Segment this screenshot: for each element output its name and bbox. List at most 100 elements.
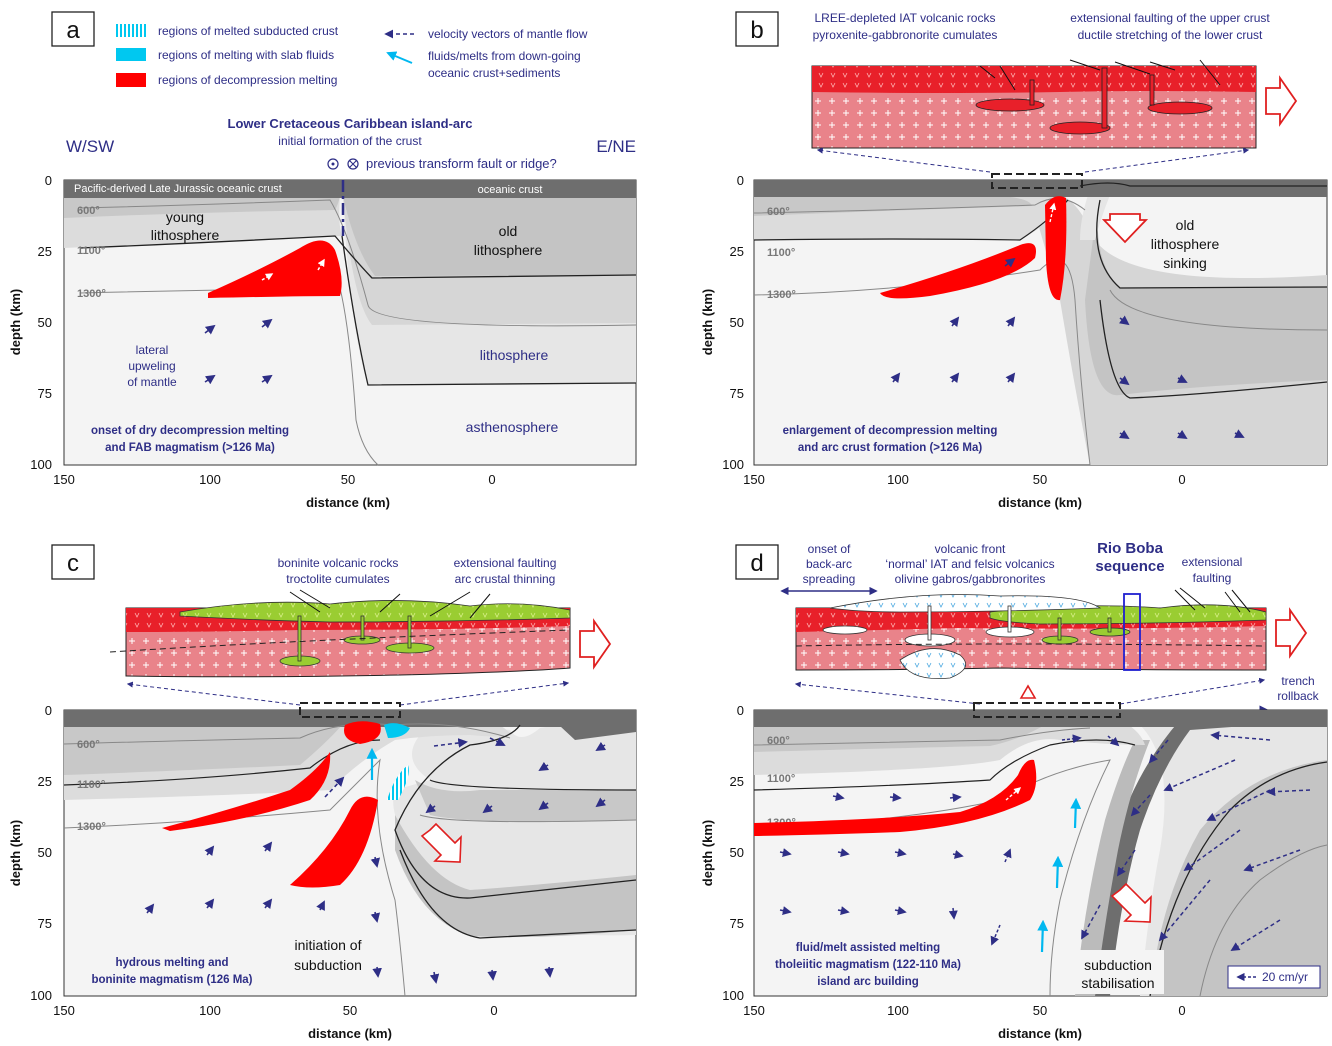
lateral-2: upweling: [128, 359, 175, 373]
extension-arrow-icon: [1275, 607, 1308, 659]
svg-text:150: 150: [743, 472, 765, 487]
transform-note: previous transform fault or ridge?: [366, 156, 557, 171]
x-axis: 150 100 50 0 distance (km): [53, 472, 495, 510]
west-label: W/SW: [66, 137, 114, 156]
lateral-3: of mantle: [127, 375, 177, 389]
caption-1: hydrous melting and: [115, 957, 228, 969]
y-axis: 0 25 50 75 100 depth (km): [700, 173, 744, 472]
panel-subtitle: initial formation of the crust: [278, 134, 422, 148]
x-axis: 150 100 50 0 distance (km): [53, 1003, 497, 1041]
sinking-slab: [395, 815, 636, 938]
decompression-melt: [754, 759, 1037, 836]
isotherm-600: 600°: [767, 735, 790, 747]
panel-letter: d: [750, 550, 763, 577]
x-axis: 150 100 50 0 distance (km): [743, 1003, 1185, 1041]
panel-letter: b: [750, 17, 763, 44]
svg-text:100: 100: [30, 988, 52, 1003]
ylabel: depth (km): [8, 289, 23, 355]
rio-boba-box: [1123, 593, 1141, 671]
extension-arrow-icon: [1265, 75, 1298, 127]
svg-text:100: 100: [722, 988, 744, 1003]
caption-1: enlargement of decompression melting: [783, 425, 998, 437]
x-axis: 150 100 50 0 distance (km): [743, 472, 1185, 510]
decompression-melt: [208, 240, 342, 298]
svg-text:0: 0: [737, 173, 744, 188]
volcano-icon: [1019, 684, 1037, 699]
label-right-1: extensional faulting: [454, 556, 557, 570]
oceanic-crust: [64, 180, 636, 198]
caption-1: fluid/melt assisted melting: [796, 942, 940, 954]
crust-right-label: oceanic crust: [478, 184, 543, 196]
svg-text:100: 100: [722, 457, 744, 472]
fluid-arrow-icon: [386, 51, 413, 64]
label-right-1: extensional faulting of the upper crust: [1070, 11, 1270, 25]
decompression-swatch: [116, 73, 146, 87]
panel-a: a regions of melted subducted crust regi…: [8, 11, 637, 510]
onset-1: onset of: [808, 542, 851, 556]
initiation-2: subduction: [294, 957, 362, 973]
y-axis: 0 25 50 75 100 depth (km): [8, 173, 52, 472]
xlabel: distance (km): [308, 1026, 392, 1041]
isotherm-1100: 1100°: [767, 247, 795, 259]
svg-text:0: 0: [488, 472, 495, 487]
east-label: E/NE: [596, 137, 636, 156]
svg-text:25: 25: [38, 774, 52, 789]
label-right-2: arc crustal thinning: [455, 572, 556, 586]
label-left-1: boninite volcanic rocks: [278, 556, 399, 570]
isotherm-600: 600°: [77, 205, 100, 217]
melted-crust-swatch: [116, 24, 146, 37]
svg-text:0: 0: [737, 703, 744, 718]
svg-text:75: 75: [38, 916, 52, 931]
old-lith-2: lithosphere: [474, 242, 543, 258]
isotherm-1100: 1100°: [767, 773, 795, 785]
label-left-2: troctolite cumulates: [286, 572, 389, 586]
lithosphere-label: lithosphere: [480, 347, 549, 363]
svg-text:100: 100: [30, 457, 52, 472]
panel-letter: a: [66, 17, 80, 44]
subducting-crust: [1095, 712, 1327, 996]
melted-crust: [387, 765, 409, 800]
xlabel: distance (km): [306, 495, 390, 510]
caption-2: and arc crust formation (>126 Ma): [798, 442, 983, 454]
onset-2: back-arc: [806, 557, 852, 571]
panel-letter: c: [67, 550, 79, 577]
slab-fluids-swatch: [116, 48, 146, 61]
panel-title: Lower Cretaceous Caribbean island-arc: [228, 116, 473, 131]
young-lith-1: young: [166, 209, 204, 225]
lateral-1: lateral: [136, 343, 169, 357]
isotherm-1100: 1100°: [77, 245, 105, 257]
mantle-flow-arrows: [144, 737, 607, 984]
svg-text:150: 150: [53, 472, 75, 487]
svg-text:0: 0: [45, 173, 52, 188]
decompression-melt: [162, 752, 331, 831]
wedge-melt: [344, 721, 381, 744]
svg-text:150: 150: [743, 1003, 765, 1018]
extension-arrow-icon: [579, 618, 612, 670]
svg-text:50: 50: [341, 472, 355, 487]
front-2: ‘normal’ IAT and felsic volcanics: [885, 557, 1054, 571]
svg-text:50: 50: [1033, 472, 1047, 487]
boninite-melt: [290, 796, 378, 888]
isotherm-1300: 1300°: [767, 289, 796, 301]
stab-1: subduction: [1084, 957, 1152, 973]
ylabel: depth (km): [700, 289, 715, 355]
legend: regions of melted subducted crust region…: [116, 24, 588, 87]
initiation-1: initiation of: [295, 937, 362, 953]
caption-2: and FAB magmatism (>126 Ma): [105, 442, 275, 454]
xlabel: distance (km): [998, 495, 1082, 510]
caption-1: onset of dry decompression melting: [91, 425, 289, 437]
svg-text:50: 50: [343, 1003, 357, 1018]
legend-velocity: velocity vectors of mantle flow: [428, 27, 588, 41]
fluid-arrows: [1037, 797, 1082, 953]
svg-text:75: 75: [730, 916, 744, 931]
label-right-2: ductile stretching of the lower crust: [1078, 28, 1263, 42]
front-3: olivine gabros/gabbronorites: [895, 572, 1046, 586]
backarc-basin: [829, 594, 1102, 613]
label-left-1: LREE-depleted IAT volcanic rocks: [815, 11, 996, 25]
isotherm-600: 600°: [767, 206, 790, 218]
svg-text:50: 50: [38, 845, 52, 860]
panel-d: d onset of back-arc spreading volcanic f…: [700, 540, 1328, 1041]
rio-boba-1: Rio Boba: [1097, 540, 1163, 557]
into-plane-icon: [347, 158, 359, 170]
legend-slab-fluids: regions of melting with slab fluids: [158, 48, 334, 62]
